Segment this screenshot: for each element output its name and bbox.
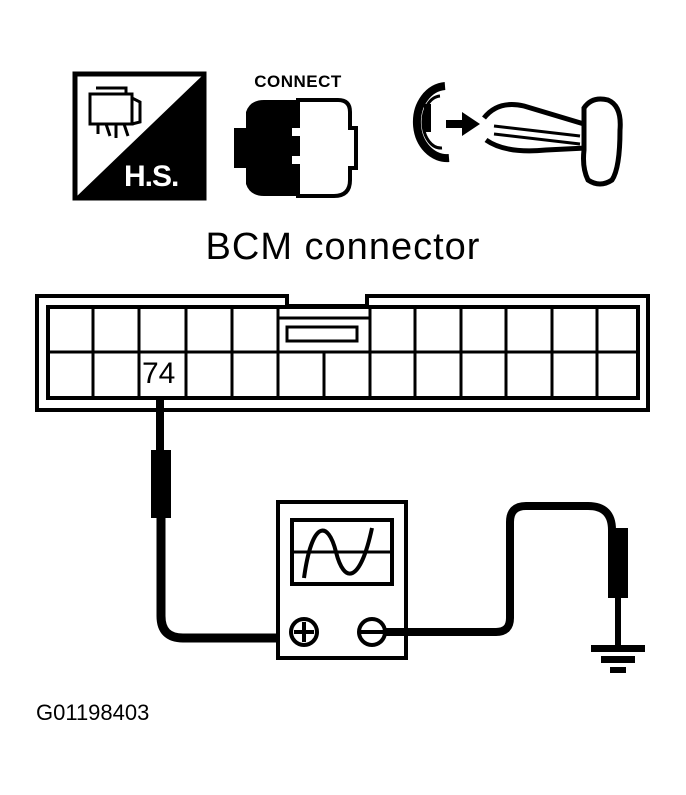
harness-side-label: H.S. [124,160,179,193]
diagram-title: BCM connector [205,226,481,268]
connect-label: CONNECT [254,72,342,91]
positive-probe-lead [151,398,290,643]
ignition-key-icon [412,82,623,187]
oscilloscope [276,500,408,660]
connect-icon [234,98,358,198]
ground-symbol-icon [591,645,645,673]
pin-74-label: 74 [142,357,176,390]
figure-id: G01198403 [36,700,150,725]
negative-probe-lead [386,502,628,646]
harness-side-icon [72,71,207,201]
bcm-connector [35,294,650,412]
